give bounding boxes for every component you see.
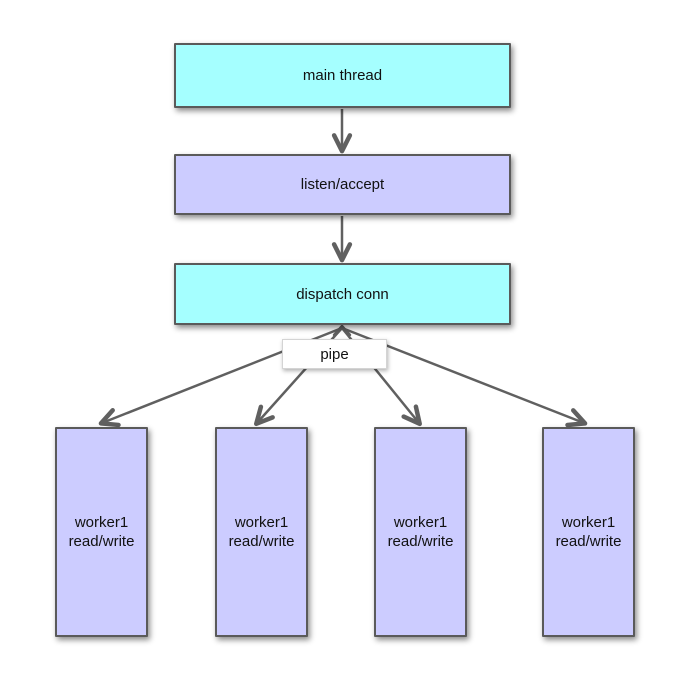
node-dispatch-conn-label: dispatch conn (296, 285, 389, 303)
node-main-thread-label: main thread (302, 67, 383, 84)
pipe-label: pipe (320, 345, 349, 363)
node-main-thread: main thread (174, 43, 511, 108)
node-worker-1-label: worker1 read/write (68, 514, 135, 550)
node-listen-accept: listen/accept (174, 154, 511, 215)
node-listen-accept-label: listen/accept (300, 176, 385, 193)
node-worker-4: worker1 read/write (542, 427, 635, 637)
pipe-up-arrowhead (332, 324, 352, 337)
node-worker-4-label: worker1 read/write (555, 514, 622, 550)
pipe-label-box: pipe (282, 339, 387, 369)
node-worker-3-label: worker1 read/write (387, 514, 454, 550)
node-dispatch-conn: dispatch conn (174, 263, 511, 325)
node-worker-2: worker1 read/write (215, 427, 308, 637)
node-worker-1: worker1 read/write (55, 427, 148, 637)
node-worker-2-label: worker1 read/write (228, 514, 295, 550)
node-worker-3: worker1 read/write (374, 427, 467, 637)
